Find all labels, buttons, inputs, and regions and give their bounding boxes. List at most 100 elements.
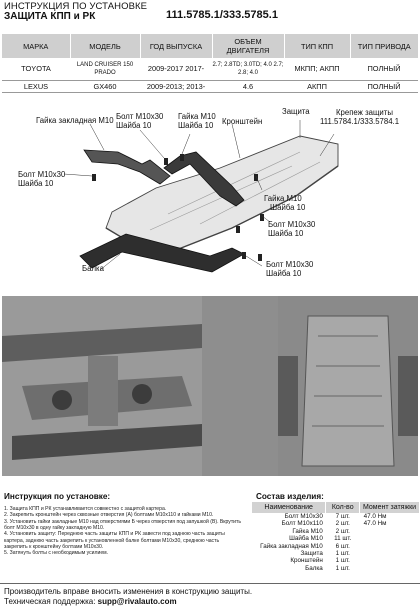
label-washer-right: Шайба 10 (270, 203, 306, 212)
label-nut-right: Гайка M10 (264, 194, 302, 203)
table-cell: ПОЛНЫЙ (350, 80, 418, 93)
label-bolt-left: Болт M10x30 (18, 170, 66, 179)
label-washer-b: Шайба 10 (178, 121, 214, 130)
skid-plate-rib (149, 151, 321, 231)
part-torque (360, 535, 420, 542)
part-name: Гайка закладная M10 (260, 542, 323, 550)
part-qty: 2 шт. (335, 520, 350, 528)
label-fastener-article: 111.5784.1/333.5784.1 (320, 117, 400, 126)
instructions-list: 1. Защита КПП и РК устанавливается совме… (4, 506, 244, 557)
col-header-drive: ТИП ПРИВОДА (350, 34, 418, 58)
table-cell: 4.6 (212, 80, 284, 93)
leader-lines (63, 120, 335, 271)
label-washer-left: Шайба 10 (18, 179, 54, 188)
part-name: Кронштейн (290, 557, 323, 565)
label-bolt-a: Болт M10x30 (116, 112, 164, 121)
part-name: Гайка M10 (292, 527, 323, 535)
table-cell: 2009-2017 2017- (140, 58, 212, 81)
table-row: TOYOTA LAND CRUISER 150 PRADO 2009-2017 … (2, 58, 418, 81)
support-email-link[interactable]: supp@rivalauto.com (97, 597, 177, 606)
table-cell: 2.7; 2.8TD; 3.0TD; 4.0 2.7; 2.8; 4.0 (212, 58, 284, 81)
article-number: 111.5785.1/333.5785.1 (166, 9, 278, 21)
vehicle-spec-table: МАРКА МОДЕЛЬ ГОД ВЫПУСКА ОБЪЕМ ДВИГАТЕЛЯ… (2, 34, 418, 93)
col-header-year: ГОД ВЫПУСКА (140, 34, 213, 58)
table-cell: LAND CRUISER 150 PRADO (70, 58, 140, 81)
instruction-step: 2. Закрепить кронштейн через сквозные от… (4, 512, 214, 519)
scheme-drawing (63, 120, 339, 273)
document-header: ИНСТРУКЦИЯ ПО УСТАНОВКЕ ЗАЩИТА КПП и РК … (0, 0, 420, 24)
label-embedded-nut: Гайка закладная M10 (36, 116, 114, 125)
part-torque: 47.0 Нм (363, 520, 387, 528)
instructions-section: Инструкция по установке: 1. Защита КПП и… (0, 482, 420, 580)
part-qty: 1 шт. (335, 550, 350, 558)
installation-photos (2, 296, 418, 476)
table-row: LEXUS GX460 2009-2013; 2013- 4.6 АКПП ПО… (2, 80, 418, 93)
label-bolt-mid: Болт M10x30 (268, 220, 316, 229)
part-torque (360, 557, 420, 564)
bolt-marks (92, 154, 264, 261)
label-washer-a: Шайба 10 (116, 121, 152, 130)
support-label: Техническая поддержка: (4, 597, 96, 606)
table-row: Гайка закладная M10 6 шт. (252, 543, 420, 550)
doc-subtitle: ЗАЩИТА КПП и РК (4, 11, 96, 22)
doc-title: ИНСТРУКЦИЯ ПО УСТАНОВКЕ (4, 1, 148, 12)
table-row: Кронштейн 1 шт. (252, 557, 420, 564)
table-cell: АКПП (284, 80, 350, 93)
instruction-step: 5. Затянуть болты с необходимым усилием. (4, 550, 109, 557)
label-fastener-kit: Крепеж защиты (336, 108, 393, 117)
table-row: Балка 1 шт. (252, 565, 420, 572)
label-bolt-bottom: Болт M10x30 (266, 260, 314, 269)
table-row: Болт M10x110 2 шт. 47.0 Нм (252, 520, 420, 527)
instruction-step: 3. Установить гайки закладные M10 над от… (4, 518, 242, 531)
part-qty: 7 шт. (335, 513, 350, 520)
instruction-step: 1. Защита КПП и РК устанавливается совме… (4, 506, 167, 512)
table-cell: GX460 (70, 80, 140, 93)
part-qty: 1 шт. (335, 564, 350, 572)
col-header-engine: ОБЪЕМ ДВИГАТЕЛЯ (212, 34, 285, 58)
part-torque (360, 565, 420, 572)
underbody-photo-left (2, 296, 202, 476)
col-header-torque: Момент затяжки (359, 502, 420, 513)
part-name: Шайба M10 (289, 535, 323, 543)
table-row: Шайба M10 11 шт. (252, 535, 420, 542)
table-cell: 2009-2013; 2013- (140, 80, 212, 93)
part-torque: 47.0 Нм (363, 513, 387, 520)
part-torque (360, 528, 420, 535)
bracket-shape (163, 151, 245, 207)
part-qty: 2 шт. (335, 527, 350, 535)
underbody-photo-right (278, 296, 418, 476)
table-cell: TOYOTA (2, 58, 70, 81)
part-qty: 11 шт. (334, 535, 352, 543)
col-header-gearbox: ТИП КПП (284, 34, 351, 58)
spec-header-row: МАРКА МОДЕЛЬ ГОД ВЫПУСКА ОБЪЕМ ДВИГАТЕЛЯ… (2, 34, 418, 58)
assembly-scheme: Гайка закладная M10 Болт M10x30 Шайба 10… (0, 104, 420, 294)
part-name: Балка (305, 564, 323, 572)
parts-title: Состав изделия: (256, 492, 324, 501)
frame-rail-shape (83, 149, 171, 185)
table-row: Болт M10x30 7 шт. 47.0 Нм (252, 513, 420, 520)
table-row: Гайка M10 2 шт. (252, 528, 420, 535)
instruction-step: 4. Установить защиту: Переднюю часть защ… (4, 531, 225, 550)
disclaimer-text: Производитель вправе вносить изменения в… (4, 587, 253, 596)
label-beam: Балка (82, 264, 104, 273)
label-washer-bottom: Шайба 10 (266, 269, 302, 278)
part-qty: 6 шт. (335, 542, 350, 550)
table-row: Защита 1 шт. (252, 550, 420, 557)
support-line: Техническая поддержка: supp@rivalauto.co… (4, 597, 177, 606)
col-header-model: МОДЕЛЬ (70, 34, 141, 58)
part-torque (360, 543, 420, 550)
col-header-qty: Кол-во (325, 502, 361, 513)
part-name: Болт M10x110 (281, 520, 323, 528)
table-cell: ПОЛНЫЙ (350, 58, 418, 81)
label-plate: Защита (282, 107, 310, 116)
part-qty: 1 шт. (335, 557, 350, 565)
parts-header-row: Наименование Кол-во Момент затяжки (252, 502, 420, 513)
label-bracket: Кронштейн (222, 117, 263, 126)
part-torque (360, 550, 420, 557)
part-name: Защита (300, 550, 323, 558)
parts-table: Наименование Кол-во Момент затяжки Болт … (252, 502, 420, 572)
part-name: Болт M10x30 (284, 513, 323, 520)
instructions-title: Инструкция по установке: (4, 492, 111, 501)
col-header-brand: МАРКА (2, 34, 71, 58)
document-footer: Производитель вправе вносить изменения в… (0, 583, 420, 610)
